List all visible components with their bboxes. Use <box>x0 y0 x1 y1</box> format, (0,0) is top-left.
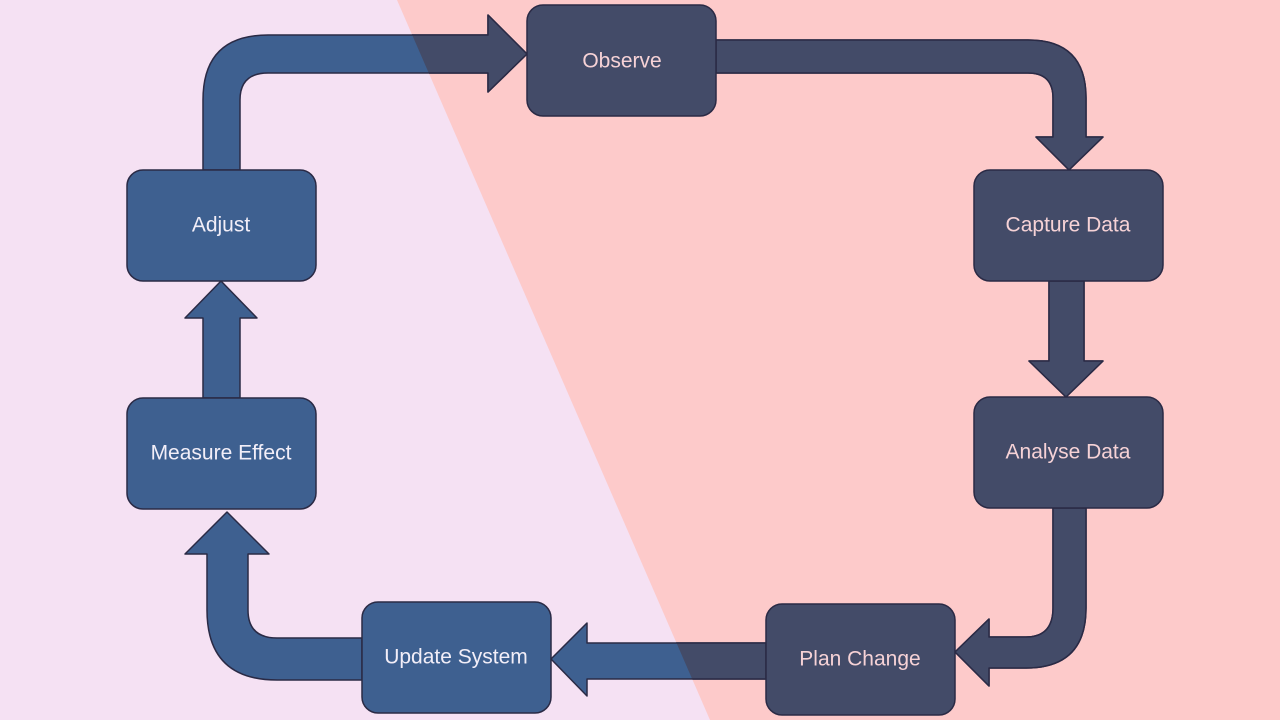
node-label: Measure Effect <box>151 442 292 465</box>
node-box <box>526 4 717 117</box>
node-box <box>361 601 552 714</box>
node-update-system: Update System <box>361 601 552 714</box>
node-capture-data: Capture Data <box>973 169 1164 282</box>
node-analyse-data: Analyse Data <box>973 396 1164 509</box>
node-observe: Observe <box>526 4 717 117</box>
arrow-analyse-data-to-plan-change-right-tint <box>954 507 1087 687</box>
node-measure-effect: Measure Effect <box>126 397 317 510</box>
arrow-observe-to-capture-data-right-tint <box>715 39 1104 171</box>
node-label: Observe <box>582 50 661 73</box>
node-adjust: Adjust <box>126 169 317 282</box>
node-box <box>973 396 1164 509</box>
arrow-capture-data-to-analyse-data-right-tint <box>1028 280 1104 398</box>
arrow-measure-effect-to-adjust <box>184 280 258 399</box>
node-box <box>765 603 956 716</box>
node-label: Analyse Data <box>1006 441 1131 464</box>
arrow-adjust-to-observe-right-tint <box>397 14 528 171</box>
arrow-update-system-to-measure-effect <box>184 511 363 681</box>
node-plan-change: Plan Change <box>765 603 956 716</box>
node-label: Capture Data <box>1006 214 1131 237</box>
node-box <box>126 397 317 510</box>
node-label: Plan Change <box>799 648 920 671</box>
node-label: Update System <box>384 646 528 669</box>
node-box <box>126 169 317 282</box>
node-box <box>973 169 1164 282</box>
node-label: Adjust <box>192 214 251 237</box>
